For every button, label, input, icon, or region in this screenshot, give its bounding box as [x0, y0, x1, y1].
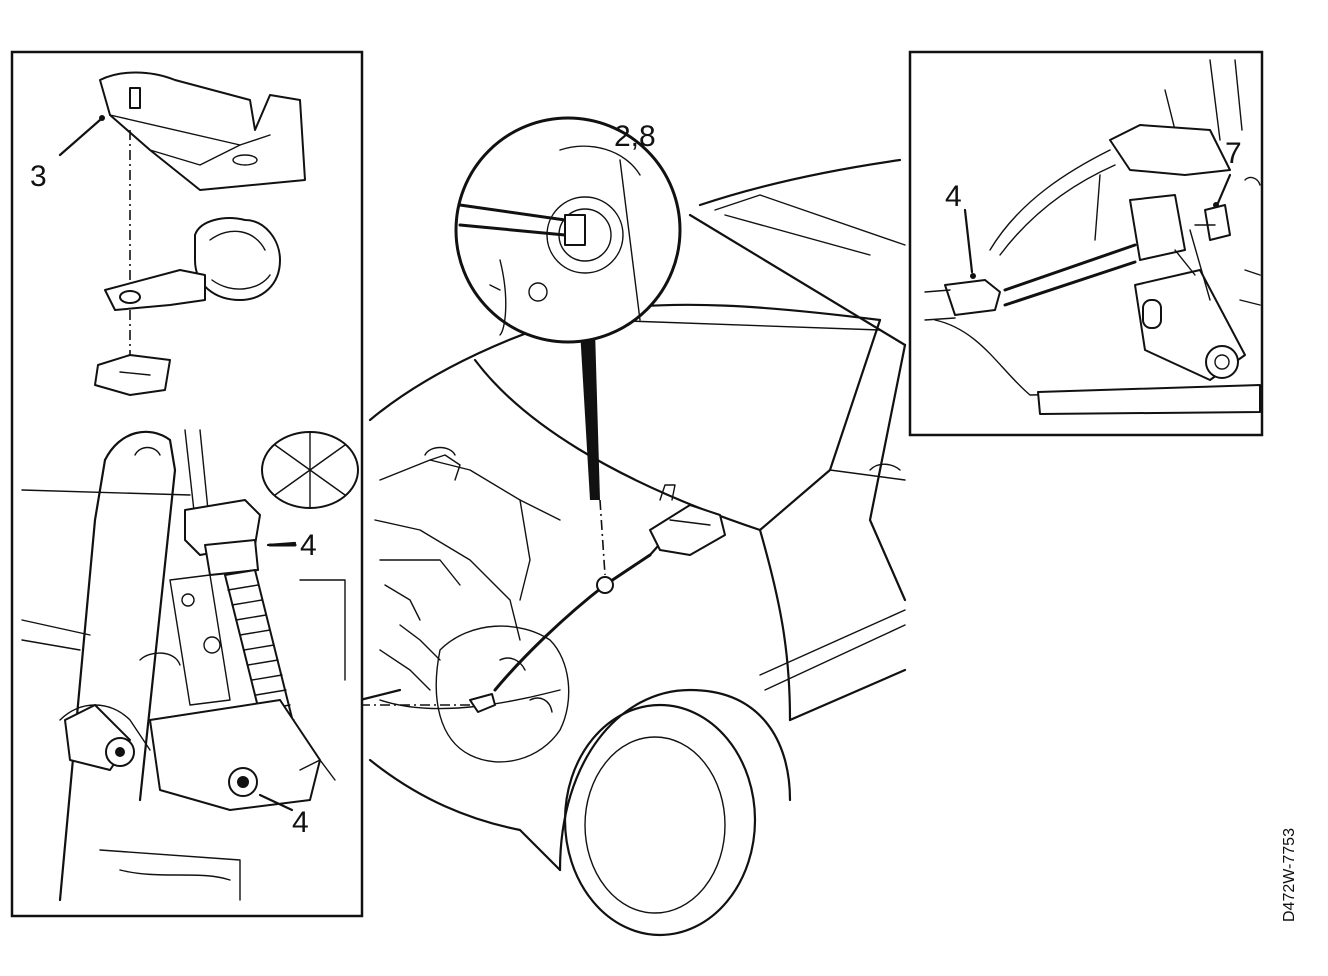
reference-code-label: D472W-7753: [1281, 828, 1298, 922]
right-detail-panel: [908, 50, 1264, 437]
bracket-part: [99, 71, 306, 191]
grommet-detail-magnifier: [454, 116, 682, 344]
callout-right-adjuster: 4: [945, 180, 962, 213]
cable-end-bushing: [104, 217, 281, 311]
callout-right-clip: 7: [1225, 137, 1242, 170]
callout-grommet: 2,8: [614, 120, 656, 153]
left-detail-panel: [10, 50, 364, 918]
callout-adjuster-upper: 4: [300, 529, 317, 562]
shift-lever-assembly: [21, 429, 359, 902]
callout-adjuster-lower: 4: [292, 806, 309, 839]
callout-bracket: 3: [30, 160, 47, 193]
